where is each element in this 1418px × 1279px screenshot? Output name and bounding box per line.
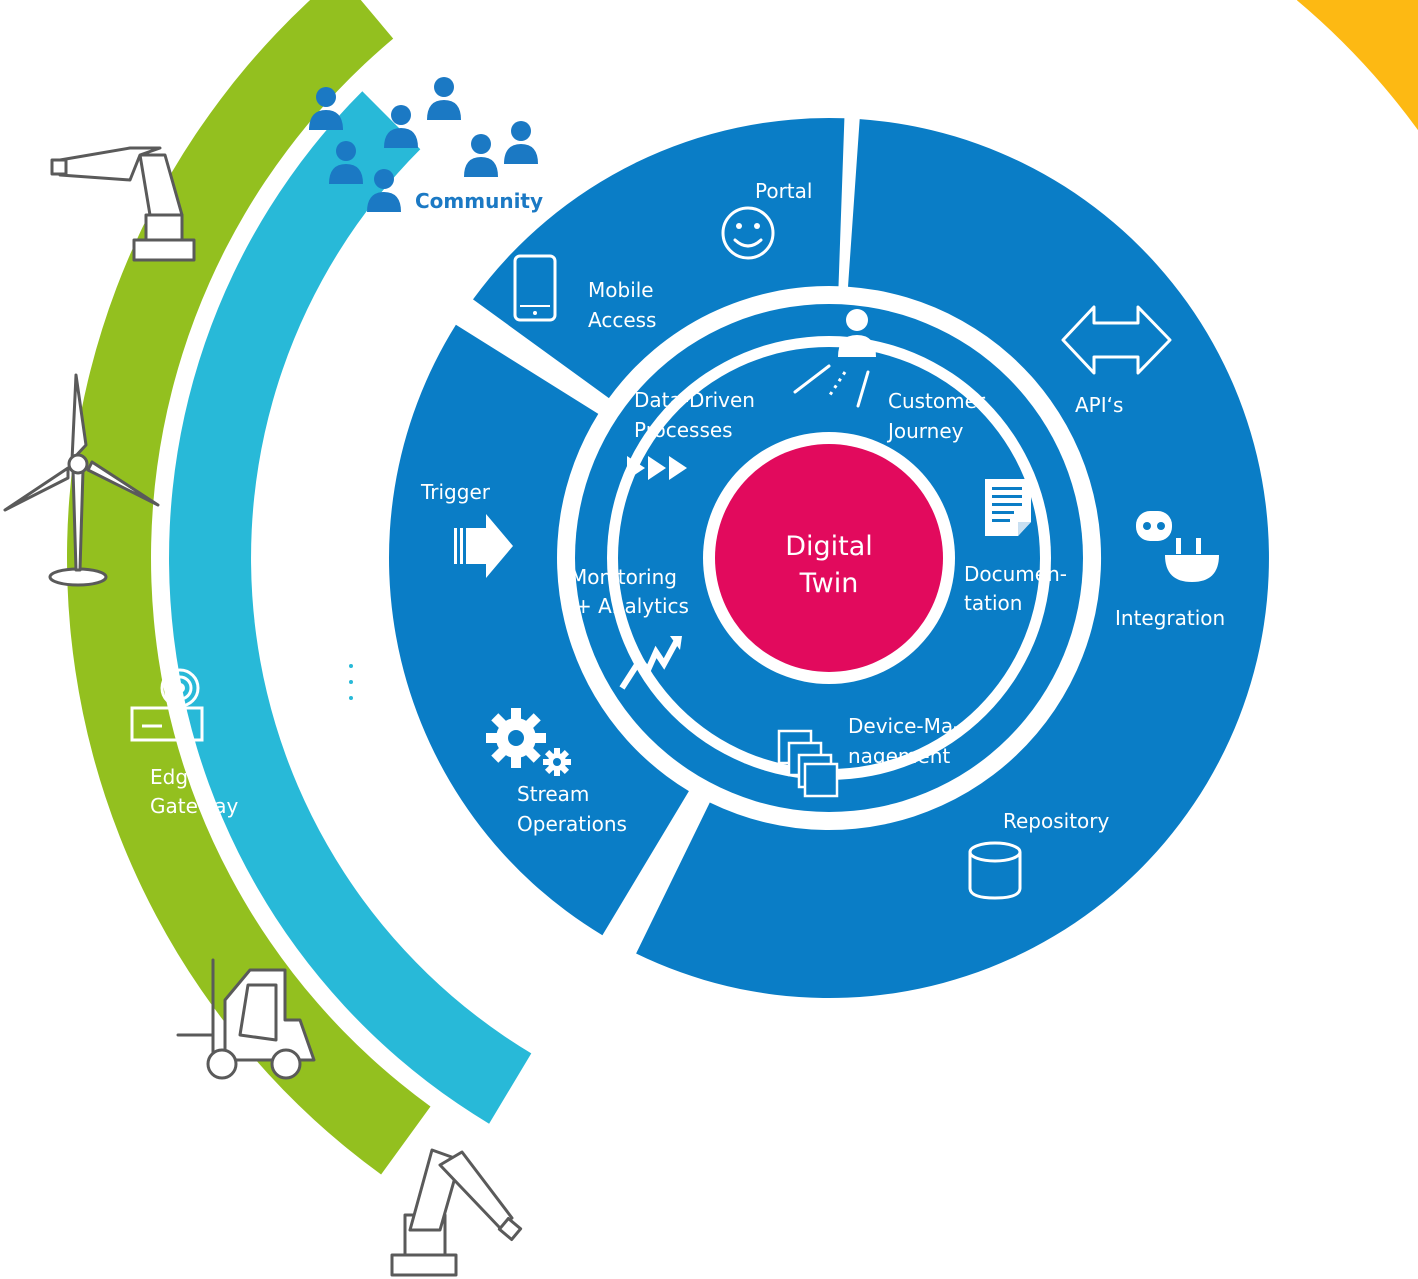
wind-turbine-icon bbox=[3, 373, 160, 587]
device-management-label-line2: nagement bbox=[848, 744, 950, 768]
enterprise-item-fibu: FiBu bbox=[1167, 190, 1207, 212]
enterprise-item-plm: PLM bbox=[1311, 659, 1349, 681]
data-driven-label-line2: Processes bbox=[634, 418, 733, 442]
endpoint-label: Endpoint bbox=[262, 447, 351, 471]
smiley-icon bbox=[721, 206, 775, 260]
trigger-label: Trigger bbox=[420, 480, 491, 504]
customer-journey-label-line2: Journey bbox=[886, 419, 964, 443]
storage-label: Storage bbox=[261, 614, 339, 638]
integration-ring-segment bbox=[636, 119, 1269, 999]
stacked-squares-icon bbox=[777, 729, 839, 798]
third-party-label-line2: Services bbox=[418, 947, 502, 971]
mobile-access-label-line2: Access bbox=[588, 308, 656, 332]
stream-operations-label-line1: Stream bbox=[517, 782, 589, 806]
mobile-access-label-line1: Mobile bbox=[588, 278, 654, 302]
access-ring-segment bbox=[473, 118, 845, 399]
enterprise-item-pm: PM bbox=[1236, 271, 1264, 293]
edge-gateway-label-line2: Gateway bbox=[150, 794, 239, 818]
apis-label: API‘s bbox=[1075, 393, 1123, 417]
arrow-right-icon bbox=[454, 514, 513, 578]
stream-operations-label-line2: Operations bbox=[517, 812, 627, 836]
portal-label: Portal bbox=[755, 179, 812, 203]
user-path-icon bbox=[793, 309, 876, 408]
server-icon bbox=[309, 660, 359, 704]
device-management-label-line1: Device-Ma- bbox=[848, 714, 960, 738]
data-driven-label-line1: Data-Driven bbox=[634, 388, 755, 412]
enterprise-item-mes: MES bbox=[1297, 434, 1337, 456]
plug-icon bbox=[1136, 511, 1219, 582]
monitoring-label-line2: + Analytics bbox=[575, 594, 689, 618]
edge-gateway-label-line1: Edge bbox=[150, 765, 200, 789]
center-title-line2: Twin bbox=[799, 568, 859, 599]
documentation-label-line2: tation bbox=[964, 591, 1022, 615]
cloud-ring-segment bbox=[169, 91, 532, 1124]
documentation-label-line1: Documen- bbox=[964, 562, 1067, 586]
repository-label: Repository bbox=[1003, 809, 1110, 833]
fast-forward-icon bbox=[627, 456, 687, 480]
cloud-icon bbox=[393, 853, 485, 905]
smartphone-icon bbox=[513, 254, 557, 322]
center-title-line1: Digital bbox=[785, 531, 873, 562]
community-label: Community bbox=[415, 189, 543, 213]
gears-icon bbox=[486, 708, 571, 776]
database-icon bbox=[968, 841, 1022, 900]
enterprise-item-pim: PIM bbox=[1321, 545, 1354, 567]
monitoring-label-line1: Monitoring bbox=[570, 565, 677, 589]
document-icon bbox=[985, 479, 1031, 536]
enterprise-item-erp: ERP bbox=[1111, 138, 1148, 160]
enterprise-ring-segment bbox=[1296, 0, 1418, 131]
router-icon bbox=[130, 668, 204, 742]
third-party-label-line1: 3rd party bbox=[418, 918, 511, 942]
edge-ring-segment bbox=[67, 0, 431, 1175]
customer-journey-label-line1: Customer bbox=[888, 389, 986, 413]
enterprise-item-crm: CRM bbox=[1036, 92, 1079, 114]
enterprise-item-scm: SCM bbox=[1281, 343, 1323, 365]
antenna-icon bbox=[271, 359, 329, 422]
processing-ring-segment bbox=[388, 324, 689, 936]
double-arrow-icon bbox=[1061, 305, 1172, 375]
integration-label: Integration bbox=[1115, 606, 1225, 630]
robot-arm-icon bbox=[50, 146, 196, 262]
digital-twin-core bbox=[715, 444, 943, 672]
trend-up-icon bbox=[619, 636, 682, 690]
people-icon bbox=[309, 77, 538, 212]
forklift-icon bbox=[176, 958, 316, 1080]
robot-arm-icon bbox=[390, 1148, 523, 1277]
